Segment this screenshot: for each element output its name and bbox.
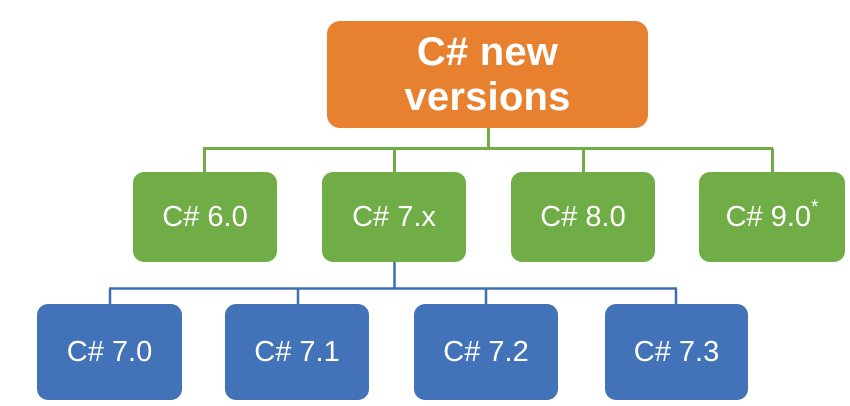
node-label-csharp-9-0-text: C# 9.0 — [725, 200, 812, 233]
node-csharp-8-0[interactable]: C# 8.0 — [511, 172, 655, 262]
node-csharp-7-1[interactable]: C# 7.1 — [225, 304, 369, 400]
root-label-line2: versions — [404, 74, 571, 119]
node-label-csharp-7-3: C# 7.3 — [633, 335, 720, 368]
node-csharp-6-0[interactable]: C# 6.0 — [133, 172, 277, 262]
node-label-csharp-8-0: C# 8.0 — [540, 200, 626, 233]
node-root-csharp-new-versions[interactable]: C# new versions — [327, 21, 648, 128]
node-label-csharp-6-0: C# 6.0 — [162, 200, 248, 233]
node-label-csharp-9-0: C# 9.0* — [725, 198, 819, 233]
node-label-csharp-7-x: C# 7.x — [352, 200, 436, 233]
connector-group-level3 — [108, 262, 678, 305]
node-label-csharp-7-0: C# 7.0 — [66, 335, 153, 368]
root-label-wrapper: C# new versions — [404, 30, 570, 120]
footnote-asterisk-icon: * — [811, 197, 819, 219]
node-csharp-7-x[interactable]: C# 7.x — [322, 172, 466, 262]
connector-group-level2 — [203, 128, 774, 172]
node-csharp-7-0[interactable]: C# 7.0 — [37, 304, 182, 400]
node-csharp-7-3[interactable]: C# 7.3 — [605, 304, 748, 400]
node-label-csharp-7-1: C# 7.1 — [254, 335, 340, 368]
root-label-line1: C# new — [416, 29, 559, 74]
node-csharp-9-0[interactable]: C# 9.0* — [699, 172, 845, 262]
node-csharp-7-2[interactable]: C# 7.2 — [414, 304, 558, 400]
node-label-csharp-7-2: C# 7.2 — [443, 335, 529, 368]
